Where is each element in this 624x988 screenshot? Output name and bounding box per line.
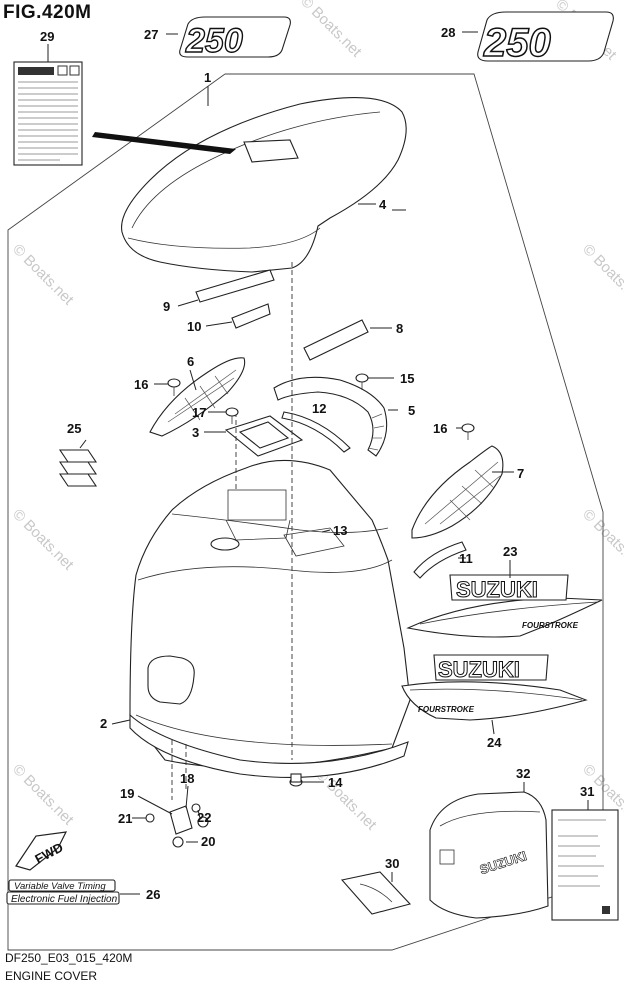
manual-31 (551, 809, 619, 921)
top-cover (92, 97, 407, 273)
seal-10 (231, 303, 271, 329)
callout: 1 (204, 70, 211, 85)
logo-25 (58, 449, 98, 487)
callout: 19 (120, 786, 134, 801)
callout: 32 (516, 766, 530, 781)
callout-numbers: 1 2 3 4 5 6 7 8 9 10 11 12 13 14 15 16 1… (40, 25, 594, 902)
screw-16b (461, 423, 475, 440)
callout: 21 (118, 811, 132, 826)
plate-3 (224, 415, 304, 457)
screw-17 (225, 407, 239, 424)
callout: 14 (328, 775, 343, 790)
callout: 10 (187, 319, 201, 334)
fwd-arrow: FWD (15, 831, 68, 871)
callout: 28 (441, 25, 455, 40)
callout: 18 (180, 771, 194, 786)
seal-12 (281, 411, 351, 453)
watermark: © Boats.net (9, 241, 77, 309)
decal-brand: SUZUKI (438, 657, 520, 682)
screw-16 (167, 378, 181, 396)
vent-7 (411, 445, 504, 539)
callout: 20 (201, 834, 215, 849)
figure-title: FIG.420M (3, 2, 92, 23)
emblem-text: 250 (185, 22, 243, 60)
grommet-14 (289, 773, 303, 787)
latch-assembly (145, 803, 209, 848)
callout: 6 (187, 354, 194, 369)
callout: 29 (40, 29, 54, 44)
callout: 3 (192, 425, 199, 440)
callout: 27 (144, 27, 158, 42)
callout: 25 (67, 421, 81, 436)
watermark: © Boats.net (9, 761, 77, 829)
seal-9 (195, 269, 275, 303)
figure-code: DF250_E03_015_420M (5, 951, 133, 965)
callout: 9 (163, 299, 170, 314)
callout: 22 (197, 810, 211, 825)
callout: 4 (379, 197, 387, 212)
callout: 5 (408, 403, 415, 418)
callout: 12 (312, 401, 326, 416)
decal-sub: FOURSTROKE (522, 621, 579, 630)
vent-6 (149, 357, 246, 437)
callout: 31 (580, 784, 594, 799)
efi-label: Electronic Fuel Injection (11, 894, 118, 905)
figure-name: ENGINE COVER (5, 969, 98, 983)
callout: 23 (503, 544, 517, 559)
seal-11 (413, 541, 467, 579)
emblem-text: 250 (483, 21, 551, 65)
decal-23: SUZUKI FOURSTROKE (406, 574, 603, 638)
watermark: © Boats.net (297, 0, 365, 61)
caution-label (13, 61, 83, 166)
callout: 17 (192, 405, 206, 420)
callout: 8 (396, 321, 403, 336)
bottom-cover (129, 459, 411, 778)
decal-sub: FOURSTROKE (418, 705, 475, 714)
emblem-27: 250 (179, 16, 291, 61)
callout: 2 (100, 716, 107, 731)
storage-cover-32: SUZUKI (429, 791, 549, 919)
callout: 24 (487, 735, 502, 750)
decal-24: SUZUKI FOURSTROKE (401, 654, 588, 721)
callout: 13 (333, 523, 347, 538)
vent-5 (273, 376, 388, 457)
callout: 16 (433, 421, 447, 436)
vvt-label: Variable Valve Timing (14, 881, 106, 892)
callout: 30 (385, 856, 399, 871)
watermark: © Boats.net (9, 506, 77, 574)
label-26: Variable Valve Timing Electronic Fuel In… (6, 879, 120, 905)
decal-brand: SUZUKI (456, 577, 538, 602)
leader-lines (47, 31, 589, 895)
callout: 16 (134, 377, 148, 392)
watermark: © Boats.net (579, 241, 624, 309)
callout: 26 (146, 887, 160, 902)
callout: 11 (459, 551, 473, 566)
callout: 15 (400, 371, 414, 386)
seal-8 (303, 319, 369, 361)
tool-bag-30 (340, 871, 412, 915)
emblem-28: 250 (477, 11, 614, 66)
callout: 7 (517, 466, 524, 481)
watermark: © Boats.net (579, 506, 624, 574)
